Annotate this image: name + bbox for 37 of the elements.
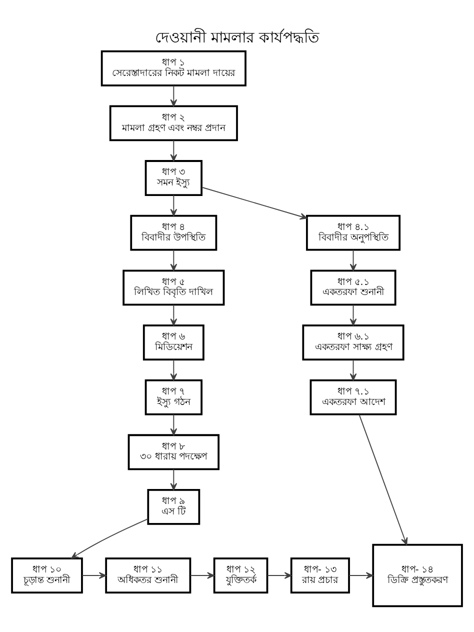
node-box: ধাপ ১ সেরেস্তাদারের নিকট মামলা দায়ের [100,50,246,86]
arrow [201,186,308,220]
arrow [70,518,148,558]
node-box: ধাপ ১০ চূড়ান্ত শুনানী [11,557,83,593]
node-box: ধাপ ২ মামলা গ্রহণ এবং নম্বর প্রদান [109,104,238,141]
node-box: ধাপ ৭ ইস্যু গঠন [144,378,202,415]
node-box: ধাপ- ১৩ রায় প্রচার [290,557,350,593]
node-box: ধাপ ৫ লিখিত বিবৃতি দাখিল [122,269,225,306]
arrow [358,414,408,545]
node-box: ধাপ ৬.১ একতরফা সাক্ষ্য গ্রহণ [302,324,404,360]
node-box: ধাপ ১১ অধিকতর শুনানী [105,557,192,593]
arrow [170,358,178,380]
arrow [170,84,178,106]
arrow [170,194,178,216]
node-box: ধাপ ৩ সমন ইস্যু [144,160,202,196]
arrow [350,358,357,380]
node-box: ধাপ ৬ মিডিয়েশন [142,324,204,360]
node-box: ধাপ ৭.১ একতরফা আদেশ [310,378,397,415]
node-box: ধাপ ৪ বিবাদীর উপস্থিতি [130,214,218,250]
arrow [170,468,178,490]
arrow [266,572,292,578]
arrow [350,249,357,271]
arrow [82,572,106,578]
arrow [190,572,215,578]
node-box: ধাপ ৮ ৩০ ধারায় পদক্ষেপ [128,434,220,470]
arrow [348,572,374,578]
arrow [350,304,357,326]
arrow [170,249,178,271]
node-box: ধাপ ৫.১ একতরফা শুনানী [310,269,396,306]
node-box: ধাপ ১২ যুক্তিতর্ক [213,557,268,593]
arrow [170,304,178,326]
arrow [170,413,178,436]
node-box: ধাপ- ১৪ ডিক্রি প্রস্তুতকরণ [372,543,463,607]
node-box: ধাপ ৯ এস টি [147,488,200,524]
node-box: ধাপ ৪.১ বিবাদীর অনুপস্থিতি [306,214,401,250]
arrow [170,139,178,161]
diagram-title: দেওয়ানী মামলার কার্যপদ্ধতি [155,28,319,46]
